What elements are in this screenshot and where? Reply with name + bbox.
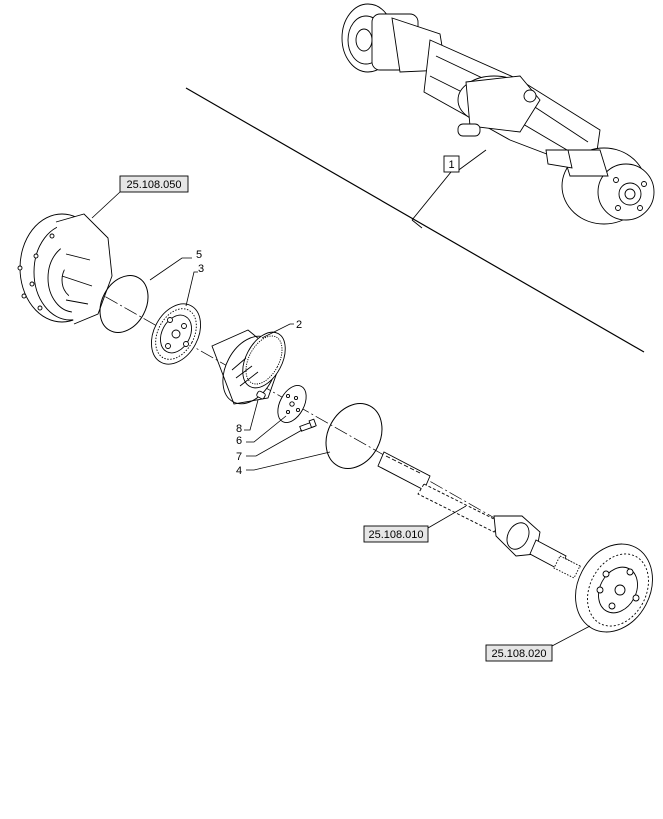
callout-6-leader <box>246 415 287 443</box>
callout-2-leader <box>261 323 294 339</box>
callout-1-box <box>443 155 460 173</box>
callout-5-label: 5 <box>196 249 202 261</box>
shaft-ref-box <box>363 525 429 543</box>
callout-5-leader <box>149 257 192 281</box>
pin-part <box>256 390 266 400</box>
o-ring-large <box>325 403 383 469</box>
separator-line <box>185 87 645 353</box>
housing-ref-label: 25.108.050 <box>126 179 181 191</box>
callout-7-leader <box>246 429 303 457</box>
planetary-housing-illustration <box>17 213 113 325</box>
callout-6-label: 6 <box>236 435 242 447</box>
callout-2-label: 2 <box>296 319 302 331</box>
callout-8-label: 8 <box>236 423 242 435</box>
callout-3-leader <box>185 271 198 307</box>
axle-assembly-illustration <box>341 3 655 225</box>
axle-shaft-illustration <box>377 451 581 579</box>
ring-gear-illustration <box>211 329 286 405</box>
callout-1-label: 1 <box>448 159 454 171</box>
o-ring-small <box>99 275 149 333</box>
wheel-hub-illustration <box>575 543 653 633</box>
callout-4-label: 4 <box>236 465 242 477</box>
callout-1-leader <box>411 149 487 229</box>
callout-4-leader <box>246 451 331 471</box>
shaft-ref-label: 25.108.010 <box>368 529 423 541</box>
screw-part <box>299 418 317 432</box>
hub-ref-box <box>485 644 553 662</box>
callout-3-label: 3 <box>198 263 204 275</box>
housing-ref-box <box>119 175 189 193</box>
shaft-leader <box>427 505 467 529</box>
retainer-plate-illustration <box>277 385 307 423</box>
hub-leader <box>551 625 591 647</box>
carrier-plate-illustration <box>150 303 202 365</box>
callout-7-label: 7 <box>236 451 242 463</box>
center-axis-line <box>47 263 615 587</box>
housing-leader <box>91 191 121 219</box>
hub-ref-label: 25.108.020 <box>491 648 546 660</box>
callout-8-leader <box>244 399 259 431</box>
